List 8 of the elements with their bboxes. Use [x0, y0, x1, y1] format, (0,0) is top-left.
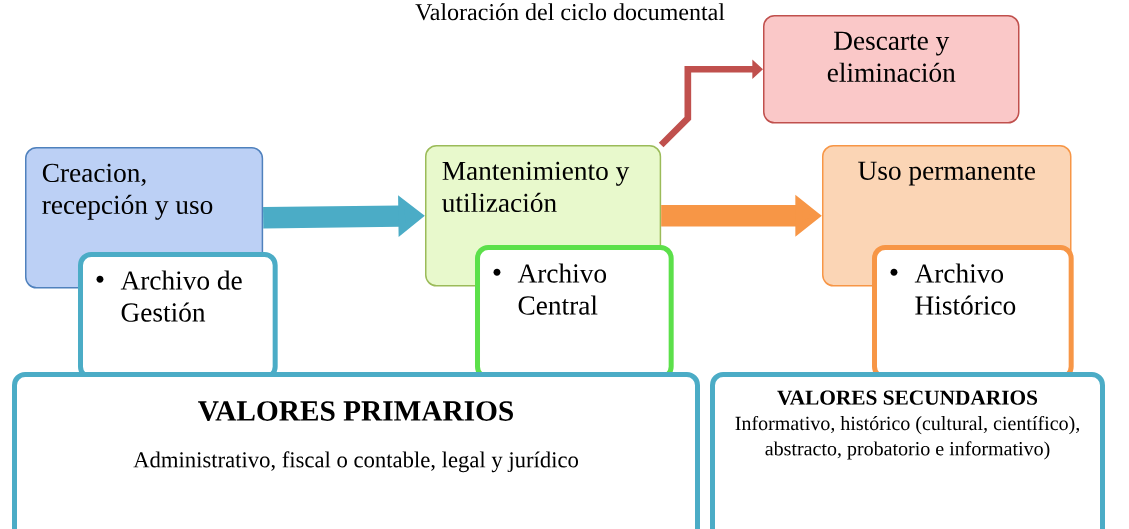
- archive-box: Archivo Histórico: [872, 245, 1074, 380]
- archive-box: Archivo de Gestión: [78, 252, 278, 380]
- values-box: VALORES PRIMARIOS Administrativo, fiscal o contable, legal y jurídico: [12, 372, 700, 529]
- bent-arrow: [658, 59, 763, 148]
- archive-box: Archivo Central: [475, 245, 674, 380]
- values-box: VALORES SECUNDARIOS Informativo, histórico (cultural, científico), abstracto, probatorio e informativo): [710, 372, 1105, 529]
- title: Valoración del ciclo documental: [415, 3, 725, 21]
- stage-box: Descarte y eliminación: [763, 15, 1020, 124]
